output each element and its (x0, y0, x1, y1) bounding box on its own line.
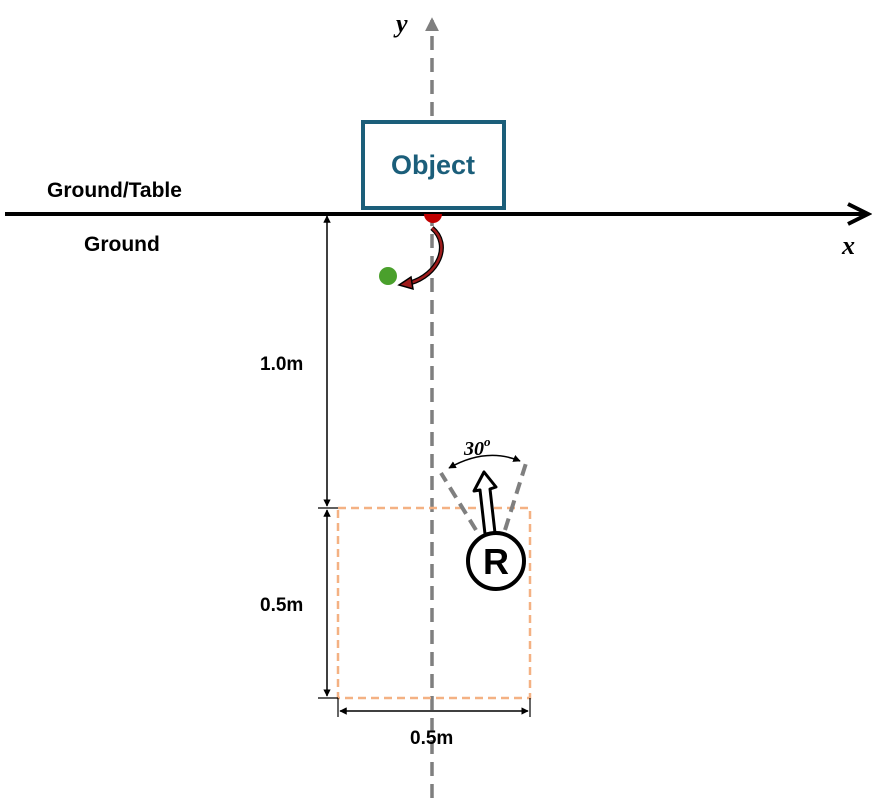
robot-label: R (483, 541, 509, 582)
y-axis-label: y (393, 9, 408, 38)
lower-surface-label: Ground (84, 233, 160, 256)
distance-dimension-label: 1.0m (260, 354, 303, 375)
x-axis-label: x (841, 231, 855, 260)
fov-angle-arc (448, 454, 521, 469)
robot-heading-arrow (472, 470, 498, 536)
fov-left-boundary (439, 471, 478, 532)
robot-body (466, 531, 526, 591)
region-width-label: 0.5m (410, 728, 453, 749)
x-axis-arrowhead (847, 202, 872, 226)
object-box (361, 120, 506, 210)
fov-angle-label: 30o (463, 434, 491, 460)
region-height-label: 0.5m (260, 595, 303, 616)
robot-placement-region (336, 506, 532, 700)
green-target-point (379, 267, 397, 285)
fov-right-boundary (503, 459, 529, 531)
curved-motion-arrowhead (397, 275, 414, 291)
curved-motion-arrow-fill (409, 227, 443, 285)
object-label: Object (391, 150, 475, 180)
red-contact-point (424, 214, 442, 223)
upper-surface-label: Ground/Table (47, 179, 182, 202)
